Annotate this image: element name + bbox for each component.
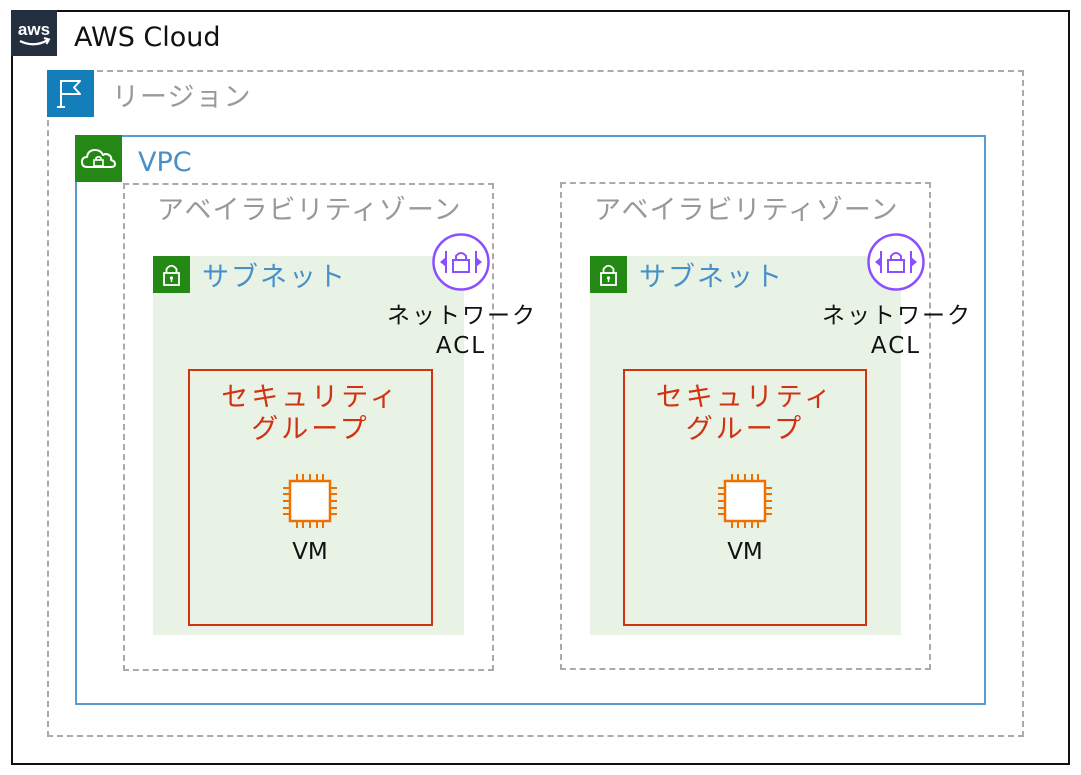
availability-zone-group bbox=[123, 183, 494, 671]
aws-cloud-label: AWS Cloud bbox=[74, 22, 221, 53]
availability-zone-group bbox=[560, 182, 931, 670]
svg-text:aws: aws bbox=[18, 20, 50, 39]
flag-icon bbox=[47, 70, 94, 117]
region-group bbox=[47, 70, 1024, 737]
subnet-label: サブネット bbox=[639, 262, 784, 293]
vm-label: VM bbox=[727, 539, 763, 565]
security-group-label: セキュリティ グループ bbox=[623, 382, 867, 446]
subnet-label: サブネット bbox=[202, 262, 347, 293]
security-group-label-line1: セキュリティ bbox=[655, 382, 835, 413]
security-group-label-line2: グループ bbox=[685, 414, 805, 445]
security-group bbox=[188, 369, 433, 626]
chip-icon bbox=[714, 470, 776, 532]
subnet-group bbox=[590, 256, 901, 635]
network-acl-label-line1: ネットワーク bbox=[822, 303, 972, 329]
network-acl-label: ネットワーク ACL bbox=[387, 301, 535, 361]
lock-icon bbox=[590, 256, 627, 293]
security-group bbox=[623, 369, 867, 626]
network-acl-label-line1: ネットワーク bbox=[387, 303, 537, 329]
aws-cloud-group bbox=[11, 10, 1070, 765]
availability-zone-label: アベイラビリティゾーン bbox=[594, 195, 899, 226]
vpc-label: VPC bbox=[138, 147, 192, 178]
vm-label: VM bbox=[292, 539, 328, 565]
security-group-label: セキュリティ グループ bbox=[188, 382, 433, 446]
cloud-lock-icon bbox=[75, 135, 122, 182]
network-acl-label: ネットワーク ACL bbox=[822, 301, 970, 361]
network-acl-label-line2: ACL bbox=[435, 333, 487, 359]
lock-icon bbox=[153, 256, 190, 293]
vpc-group bbox=[75, 135, 986, 705]
network-acl-label-line2: ACL bbox=[870, 333, 922, 359]
availability-zone-label: アベイラビリティゾーン bbox=[157, 195, 462, 226]
subnet-group bbox=[153, 256, 464, 635]
network-acl-icon bbox=[866, 232, 926, 292]
chip-icon bbox=[279, 470, 341, 532]
network-acl-icon bbox=[431, 232, 491, 292]
region-label: リージョン bbox=[112, 82, 252, 113]
security-group-label-line1: セキュリティ bbox=[221, 382, 400, 413]
security-group-label-line2: グループ bbox=[251, 414, 370, 445]
aws-logo-icon: aws bbox=[11, 10, 57, 56]
